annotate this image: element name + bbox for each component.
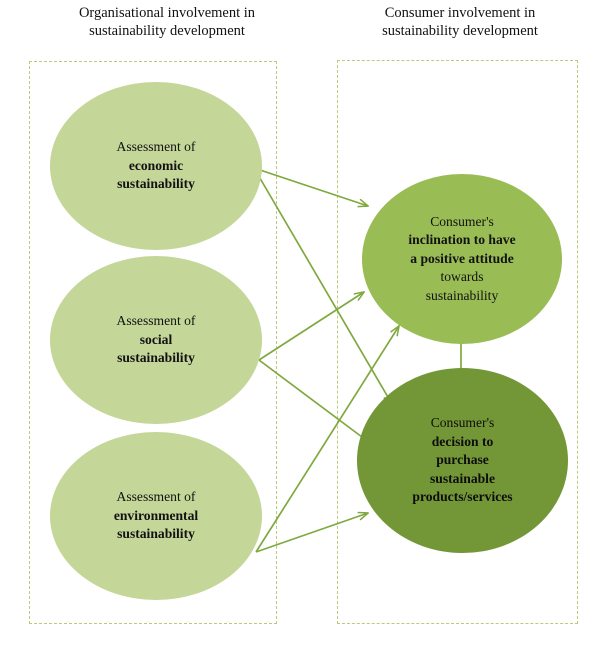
node-environmental-line2: environmental [113,507,199,523]
node-inclination-line3: a positive attitude [410,250,514,266]
node-social-sustainability[interactable]: Assessment of social sustainability [50,256,262,424]
node-consumer-inclination[interactable]: Consumer's inclination to have a positiv… [362,174,562,344]
node-consumer-decision[interactable]: Consumer's decision to purchase sustaina… [357,368,568,553]
node-social-line3: sustainability [117,350,195,366]
node-decision-line3: purchase [436,452,489,468]
node-social-line2: social [139,331,173,347]
node-inclination-line5: sustainability [425,287,499,303]
node-environmental-line1: Assessment of [116,489,196,505]
node-social-line1: Assessment of [116,313,196,329]
organisational-column-title: Organisational involvement in sustainabi… [78,5,256,39]
node-decision-line2: decision to [431,433,494,449]
node-economic-line1: Assessment of [116,139,196,155]
node-inclination-line1: Consumer's [430,213,494,229]
node-environmental-line3: sustainability [117,526,195,542]
node-inclination-line2: inclination to have [408,232,516,248]
node-decision-line5: products/services [412,489,513,505]
node-economic-text: Assessment of economic sustainability [107,138,206,194]
node-decision-text: Consumer's decision to purchase sustaina… [402,414,522,507]
node-economic-line3: sustainability [117,176,195,192]
node-decision-line1: Consumer's [430,415,495,431]
node-environmental-sustainability[interactable]: Assessment of environmental sustainabili… [50,432,262,600]
consumer-column-title: Consumer involvement in sustainability d… [382,5,538,39]
node-decision-line4: sustainable [430,470,495,486]
node-economic-sustainability[interactable]: Assessment of economic sustainability [50,82,262,250]
node-environmental-text: Assessment of environmental sustainabili… [104,488,208,544]
node-social-text: Assessment of social sustainability [107,312,206,368]
node-inclination-text: Consumer's inclination to have a positiv… [398,213,525,306]
node-inclination-line4: towards [440,269,484,285]
node-economic-line2: economic [128,157,184,173]
